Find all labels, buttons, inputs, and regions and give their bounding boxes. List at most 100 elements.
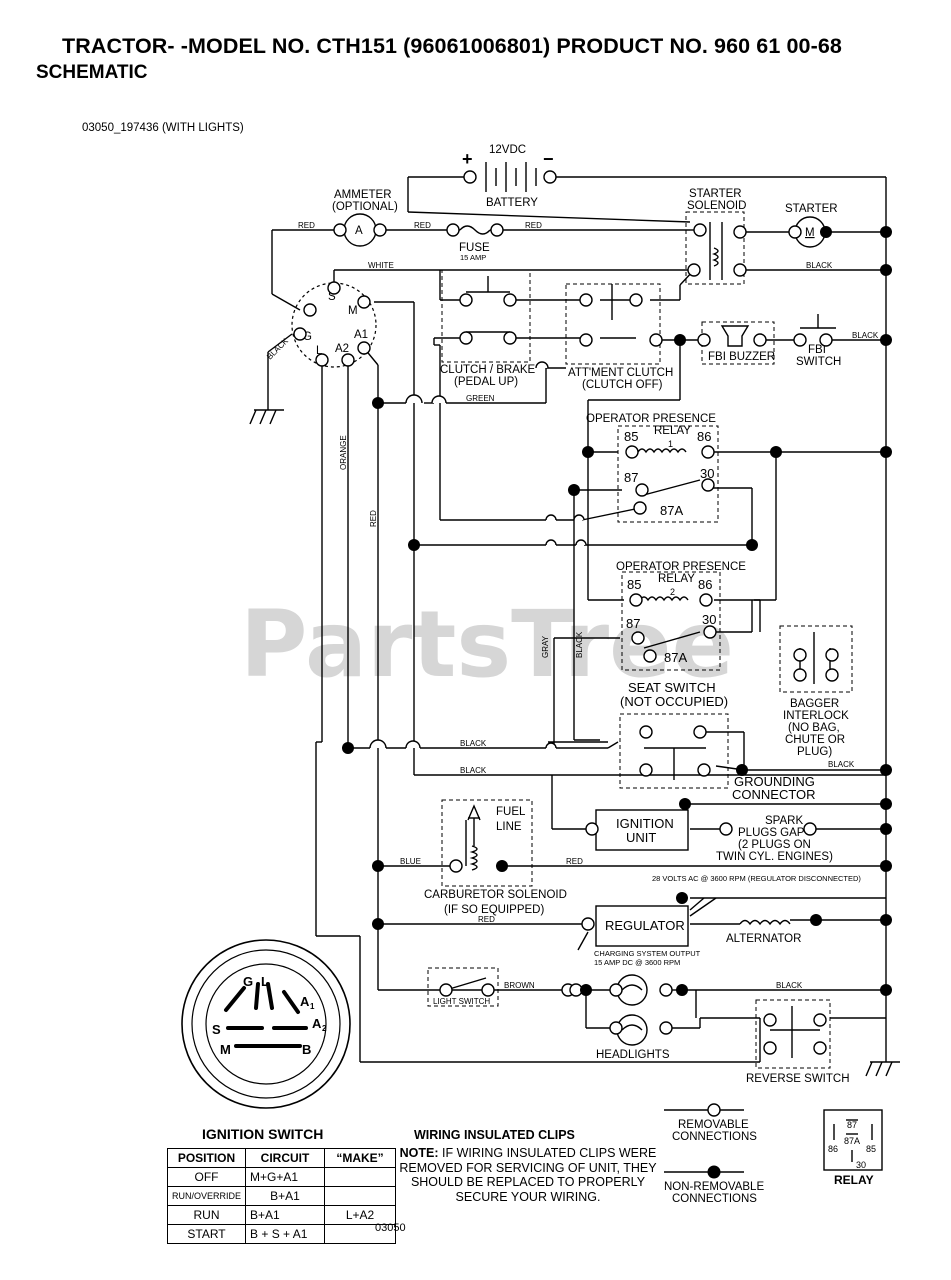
bagger-label-3: (NO BAG, bbox=[788, 722, 840, 734]
fbi-buzzer-label: FBI BUZZER bbox=[708, 351, 775, 363]
header-position: POSITION bbox=[166, 1148, 247, 1168]
ignition-switch-table: POSITION CIRCUIT “MAKE” OFF M+G+A1 RUN/O… bbox=[166, 1148, 397, 1244]
removable-connection-node bbox=[697, 333, 711, 347]
removable-connection-node bbox=[449, 859, 463, 873]
fuse-symbol bbox=[459, 225, 491, 235]
removable-connection-node bbox=[793, 333, 807, 347]
removable-connection-node bbox=[315, 353, 329, 367]
ignition-switch-title: IGNITION SWITCH bbox=[202, 1126, 324, 1142]
row-position: RUN bbox=[166, 1205, 247, 1225]
removable-connection-node bbox=[659, 983, 673, 997]
legend-removable-node bbox=[707, 1103, 721, 1117]
headlights-label: HEADLIGHTS bbox=[596, 1049, 670, 1061]
removable-connection-node bbox=[333, 223, 347, 237]
charging-output-label: CHARGING SYSTEM OUTPUT bbox=[594, 949, 701, 958]
relay-legend-label: RELAY bbox=[834, 1173, 874, 1187]
pin-a2: A2 bbox=[335, 343, 349, 355]
ignition-unit-label-2: UNIT bbox=[626, 830, 656, 845]
removable-connection-node bbox=[490, 223, 504, 237]
removable-connection-node bbox=[693, 223, 707, 237]
header-make: “MAKE” bbox=[324, 1148, 397, 1168]
regulator-label: REGULATOR bbox=[605, 918, 685, 933]
non-removable-connection-node bbox=[582, 446, 594, 458]
page-title: TRACTOR- -MODEL NO. CTH151 (96061006801)… bbox=[62, 34, 842, 58]
relay2-label: OPERATOR PRESENCE bbox=[616, 561, 746, 573]
row-circuit: B + S + A1 bbox=[245, 1224, 326, 1244]
non-removable-connection-node bbox=[372, 918, 384, 930]
relay2-pin30: 30 bbox=[702, 612, 716, 627]
fuse-rating: 15 AMP bbox=[460, 253, 486, 262]
bagger-label-4: CHUTE OR bbox=[785, 734, 845, 746]
spark-plugs-label-2: PLUGS GAP bbox=[738, 827, 805, 839]
face-m: M bbox=[220, 1042, 231, 1057]
removable-connection-node bbox=[825, 668, 839, 682]
relay-legend-86: 86 bbox=[828, 1144, 838, 1154]
ammeter-label: AMMETER bbox=[334, 189, 392, 201]
removable-connection-node bbox=[703, 625, 717, 639]
removable-connection-node bbox=[459, 331, 473, 345]
removable-connection-node bbox=[303, 303, 317, 317]
bagger-label-2: INTERLOCK bbox=[783, 710, 849, 722]
removable-connection-node bbox=[701, 478, 715, 492]
removable-connection-node bbox=[579, 333, 593, 347]
starter-motor-letter: M bbox=[805, 227, 815, 239]
removable-connection-node bbox=[629, 293, 643, 307]
non-removable-connection-node bbox=[676, 892, 688, 904]
table-row: START B + S + A1 bbox=[166, 1224, 397, 1244]
wire-label-black-ground: BLACK bbox=[265, 336, 290, 361]
relay1-pin86: 86 bbox=[697, 429, 711, 444]
face-s: S bbox=[212, 1022, 221, 1037]
removable-connection-node bbox=[763, 1013, 777, 1027]
clutch-brake-label: CLUTCH / BRAKE bbox=[440, 364, 536, 376]
alternator-coil bbox=[739, 919, 791, 926]
non-removable-connection-node bbox=[820, 226, 832, 238]
row-position: START bbox=[166, 1224, 247, 1244]
non-removable-connection-node bbox=[736, 764, 748, 776]
relay1-pin87a: 87A bbox=[660, 503, 683, 518]
wire-label-black-6: BLACK bbox=[776, 981, 803, 990]
relay1-label: OPERATOR PRESENCE bbox=[586, 413, 716, 425]
removable-connection-node bbox=[341, 353, 355, 367]
removable-connection-node bbox=[463, 170, 477, 184]
legend-nonremovable-node bbox=[707, 1165, 721, 1179]
bagger-label: BAGGER bbox=[790, 698, 839, 710]
starter-solenoid-symbol bbox=[709, 222, 723, 280]
wire-label-black-4: BLACK bbox=[460, 766, 487, 775]
battery-minus: − bbox=[543, 149, 554, 169]
spark-plugs-label: SPARK bbox=[765, 815, 803, 827]
clutch-brake-sub: (PEDAL UP) bbox=[454, 376, 518, 388]
non-removable-connection-node bbox=[810, 914, 822, 926]
wire-label-red-4: RED bbox=[566, 857, 583, 866]
removable-connection-node bbox=[733, 263, 747, 277]
headlight-bulbs bbox=[616, 974, 648, 1046]
wire-label-black-2: BLACK bbox=[852, 331, 879, 340]
seat-switch-sub: (NOT OCCUPIED) bbox=[620, 694, 728, 709]
row-make bbox=[324, 1224, 397, 1244]
non-removable-connection-node bbox=[880, 823, 892, 835]
clutch-switch-contacts bbox=[466, 276, 510, 333]
face-a1-sub: 1 bbox=[310, 1002, 315, 1011]
row-circuit: B+A1 bbox=[245, 1186, 326, 1206]
removable-connection-node bbox=[327, 281, 341, 295]
removable-connection-node bbox=[719, 822, 733, 836]
seat-switch-contacts bbox=[644, 747, 706, 780]
attment-clutch-label: ATT'MENT CLUTCH bbox=[568, 367, 673, 379]
table-row: RUN/OVERRIDE B+A1 bbox=[166, 1186, 397, 1206]
non-removable-connection-node bbox=[372, 860, 384, 872]
row-make bbox=[324, 1186, 397, 1206]
wire-crossovers bbox=[369, 361, 587, 749]
removable-connection-node bbox=[753, 333, 767, 347]
face-b: B bbox=[302, 1042, 311, 1057]
removable-connection-node bbox=[625, 445, 639, 459]
ignition-switch-face: G L A 1 A 2 S M B bbox=[181, 939, 351, 1109]
removable-connection-node bbox=[697, 763, 711, 777]
fuel-line-label-2: LINE bbox=[496, 821, 522, 833]
removable-connection-node bbox=[687, 263, 701, 277]
non-removable-connection-node bbox=[580, 984, 592, 996]
relay1-pin87: 87 bbox=[624, 470, 638, 485]
seat-switch-label: SEAT SWITCH bbox=[628, 680, 716, 695]
removable-connection-node bbox=[581, 917, 595, 931]
removable-connection-node bbox=[763, 1041, 777, 1055]
row-circuit: B+A1 bbox=[245, 1205, 326, 1225]
